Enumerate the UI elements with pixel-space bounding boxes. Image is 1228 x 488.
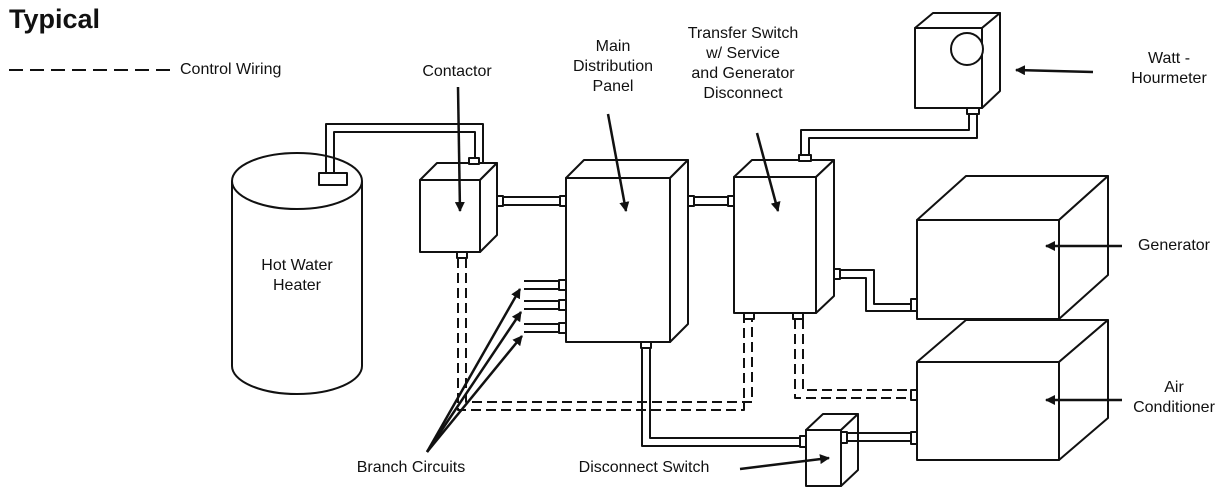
branch-circuits-label: Branch Circuits <box>356 459 466 476</box>
watt-hourmeter-box <box>914 12 1001 115</box>
conduit-transfer-generator <box>840 269 912 312</box>
generator-label: Generator <box>1137 237 1211 254</box>
conduit-disconnect-ac <box>847 432 911 442</box>
conduit-panel-disconnect <box>641 348 800 447</box>
transfer-switch-arrow <box>755 132 781 212</box>
branch-circuit-arrow-2 <box>425 311 523 453</box>
control-wiring <box>457 258 911 411</box>
main-panel-arrow <box>606 113 630 212</box>
main-panel-box <box>558 159 695 349</box>
contactor-box <box>419 157 504 259</box>
disconnect-switch-arrow <box>739 454 830 471</box>
watt-hourmeter-arrow <box>1015 65 1094 76</box>
contactor-arrow <box>454 86 465 212</box>
hot-water-heater <box>231 152 363 395</box>
conduit-contactor-panel <box>503 196 560 206</box>
contactor-label: Contactor <box>422 63 492 80</box>
branch-circuit-arrow-3 <box>426 335 523 453</box>
air-conditioner-box <box>910 319 1109 461</box>
transfer-switch-box <box>727 154 841 320</box>
branch-circuit-arrow-1 <box>425 288 522 453</box>
watt-hourmeter-label: Watt -Hourmeter <box>1131 50 1207 87</box>
disconnect-switch-box <box>799 413 859 487</box>
conduit-heater-contactor <box>325 123 484 173</box>
arrows <box>425 65 1122 471</box>
conduit-panel-transfer <box>694 196 728 206</box>
diagram-title: Typical <box>9 4 101 34</box>
disconnect-switch-label: Disconnect Switch <box>578 459 710 476</box>
legend-control-wiring-label: Control Wiring <box>180 61 282 78</box>
conduit-transfer-meter <box>800 114 978 155</box>
branch-circuit-stubs <box>524 280 559 333</box>
generator-box <box>910 175 1109 320</box>
